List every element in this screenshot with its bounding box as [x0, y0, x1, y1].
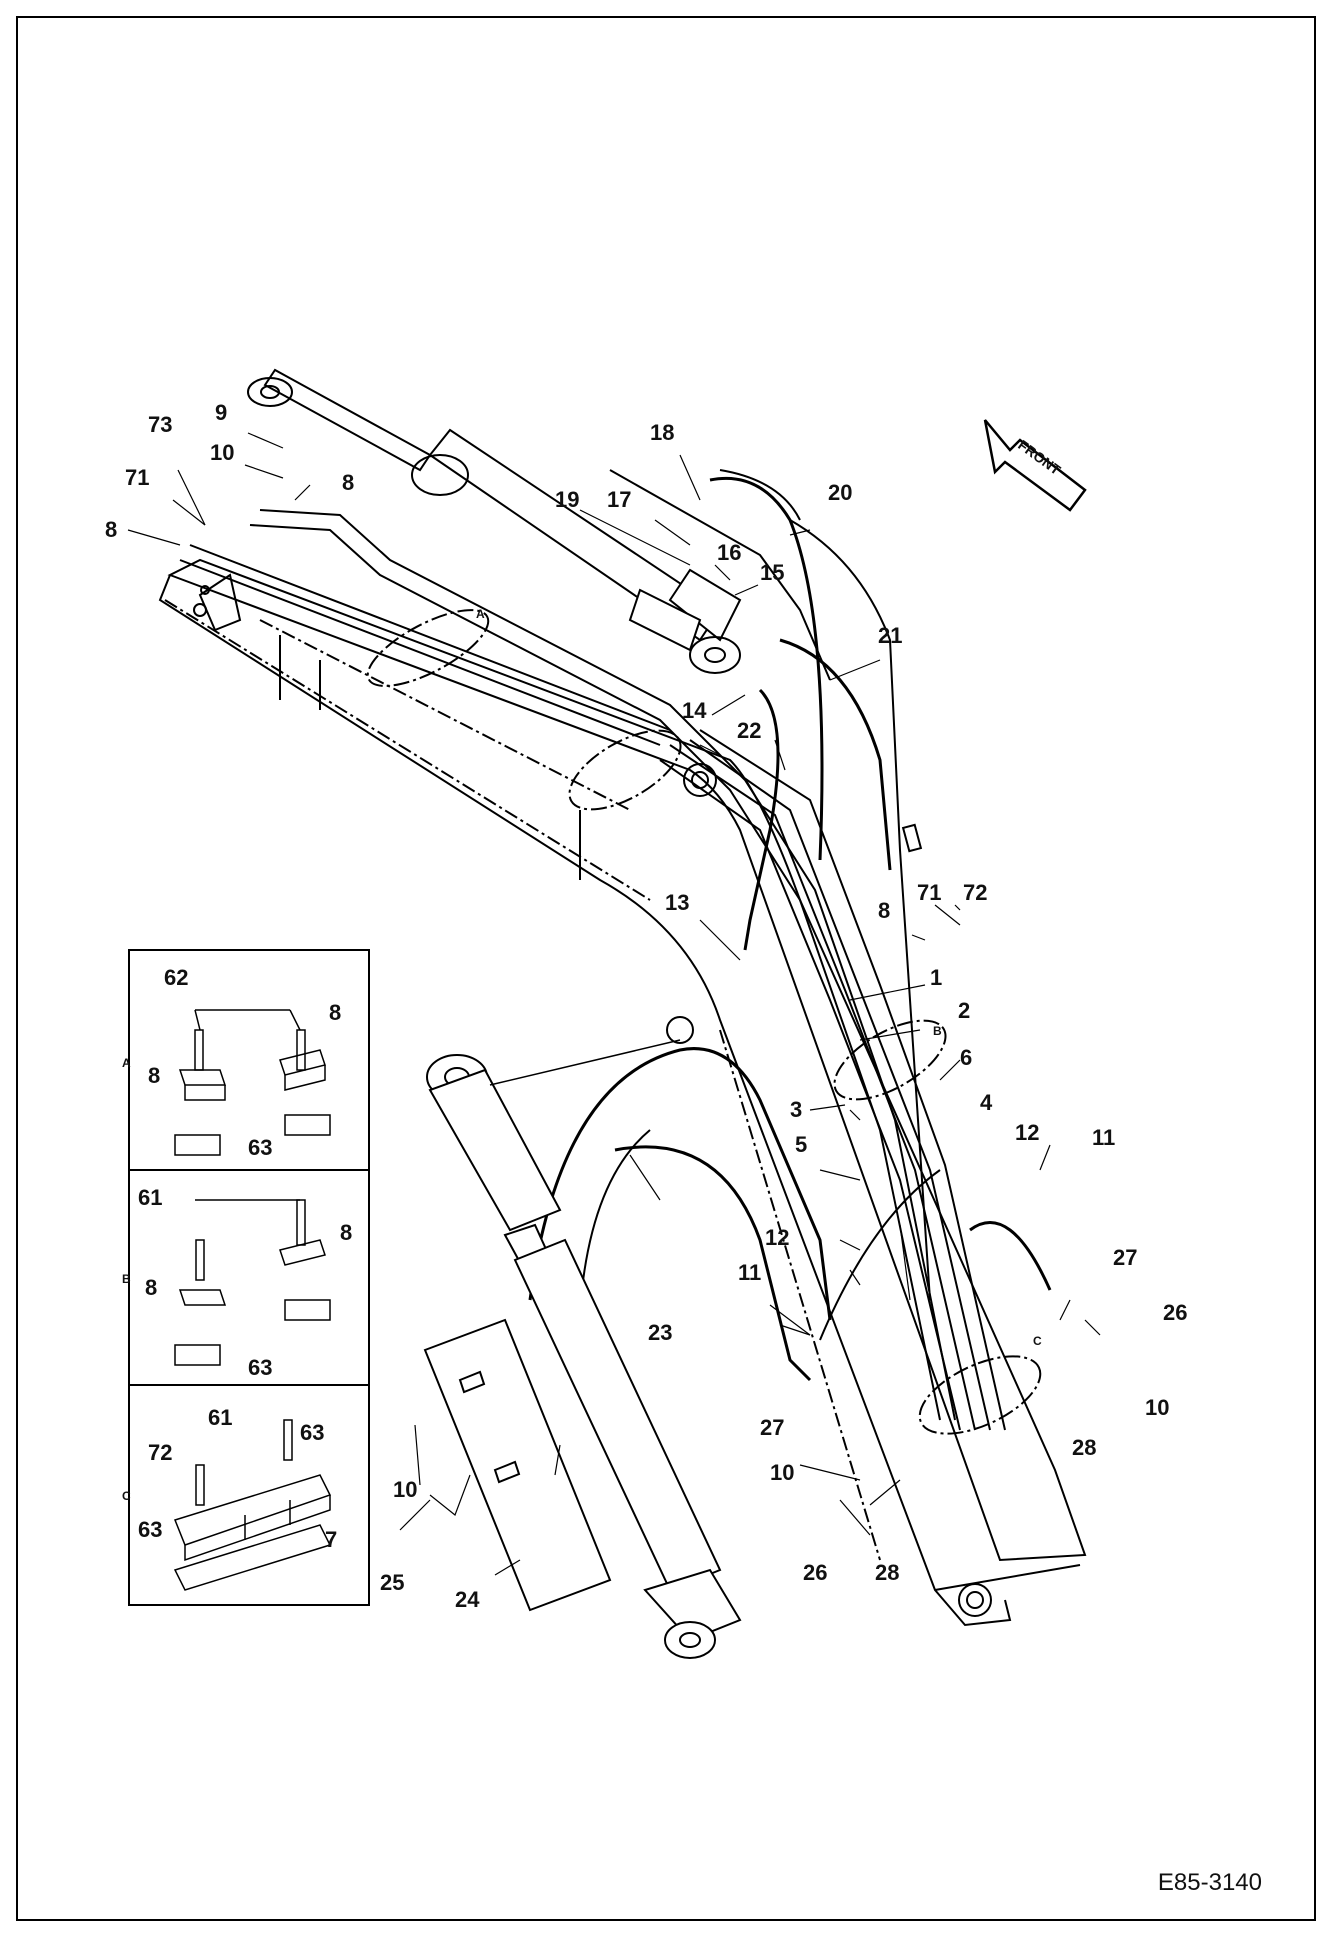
callout-8: 8	[342, 470, 354, 495]
callout-26: 26	[803, 1560, 827, 1585]
detail-c-callout-72: 72	[148, 1440, 172, 1465]
detail-c-callout-61: 61	[208, 1405, 232, 1430]
detail-b-callout-8: 8	[145, 1275, 157, 1300]
callout-3: 3	[790, 1097, 802, 1122]
callout-17: 17	[607, 487, 631, 512]
callout-23: 23	[648, 1320, 672, 1345]
callout-8: 8	[105, 517, 117, 542]
callout-25: 25	[380, 1570, 404, 1595]
hydraulic-pipes	[179, 469, 1006, 1431]
callout-6: 6	[960, 1045, 972, 1070]
detail-c-callout-63: 63	[138, 1517, 162, 1542]
detail-a-callout-63: 63	[248, 1135, 272, 1160]
detail-a-callout-8: 8	[329, 1000, 341, 1025]
callout-10: 10	[1145, 1395, 1169, 1420]
inset-letter-c: C	[122, 1489, 131, 1503]
front-arrow-icon	[983, 419, 1087, 512]
detail-a-callout-8: 8	[148, 1063, 160, 1088]
callout-18: 18	[650, 420, 674, 445]
callout-15: 15	[760, 560, 784, 585]
detail-box-b	[128, 1169, 370, 1386]
callout-2: 2	[958, 998, 970, 1023]
circle-letter-b: B	[933, 1024, 942, 1038]
inset-letter-b: B	[122, 1272, 131, 1286]
callout-10: 10	[210, 440, 234, 465]
callout-9: 9	[215, 400, 227, 425]
detail-b-callout-61: 61	[138, 1185, 162, 1210]
callout-27: 27	[760, 1415, 784, 1440]
callout-10: 10	[770, 1460, 794, 1485]
callout-28: 28	[875, 1560, 899, 1585]
callout-1: 1	[930, 965, 942, 990]
circle-letter-c: C	[1033, 1334, 1042, 1348]
hoses	[528, 469, 1052, 1382]
detail-box-c	[128, 1384, 370, 1606]
callout-16: 16	[717, 540, 741, 565]
callout-8: 8	[878, 898, 890, 923]
callout-12: 12	[765, 1225, 789, 1250]
detail-b-callout-63: 63	[248, 1355, 272, 1380]
callout-71: 71	[917, 880, 941, 905]
callout-22: 22	[737, 718, 761, 743]
leader-lines	[127, 432, 1101, 1576]
detail-circles	[366, 609, 1042, 1435]
callout-26: 26	[1163, 1300, 1187, 1325]
detail-c-callout-63: 63	[300, 1420, 324, 1445]
callout-21: 21	[878, 623, 902, 648]
callout-71: 71	[125, 465, 149, 490]
callout-28: 28	[1072, 1435, 1096, 1460]
arm-cylinder	[426, 1039, 742, 1659]
callout-72: 72	[963, 880, 987, 905]
callout-10: 10	[393, 1477, 417, 1502]
callout-24: 24	[455, 1587, 480, 1612]
callout-27: 27	[1113, 1245, 1137, 1270]
detail-b-callout-8: 8	[340, 1220, 352, 1245]
callout-73: 73	[148, 412, 172, 437]
callout-14: 14	[682, 698, 707, 723]
drawing-code: E85-3140	[1157, 1869, 1262, 1896]
inset-letter-a: A	[122, 1056, 131, 1070]
guard-plate	[423, 1318, 612, 1612]
boom-cylinder	[247, 368, 742, 674]
detail-a-callout-62: 62	[164, 965, 188, 990]
callout-12: 12	[1015, 1120, 1039, 1145]
detail-c-callout-7: 7	[325, 1527, 337, 1552]
callout-4: 4	[980, 1090, 993, 1115]
callout-11: 11	[1092, 1125, 1115, 1150]
callout-5: 5	[795, 1132, 807, 1157]
detail-insets	[128, 949, 370, 1606]
callout-13: 13	[665, 890, 689, 915]
callout-19: 19	[555, 487, 579, 512]
drawing-frame	[16, 16, 1316, 1921]
circle-letter-a: A	[476, 607, 485, 621]
callout-20: 20	[828, 480, 852, 505]
callout-11: 11	[738, 1260, 761, 1285]
callout-labels: 73 9 10 8 71 8 18 17 19 16 15 20 21 14 2…	[105, 400, 1187, 1612]
